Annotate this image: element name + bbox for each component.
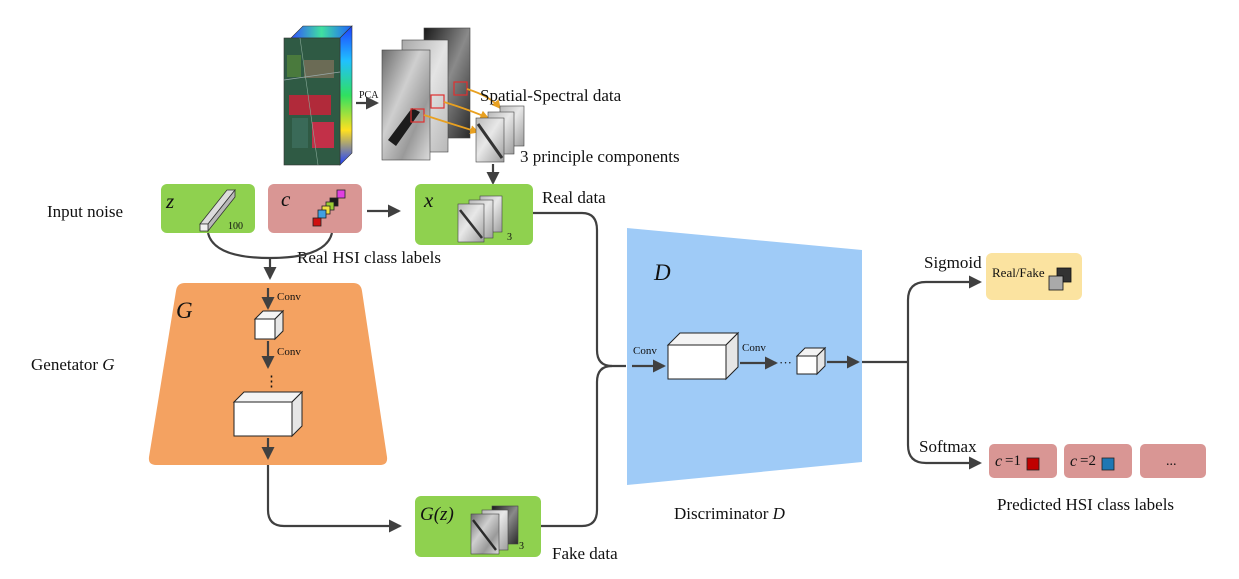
class2-symbol: c <box>1070 453 1077 470</box>
fake-data-label: Fake data <box>552 544 618 563</box>
feature-map-cube-icon <box>795 346 827 376</box>
gz-channels: 3 <box>519 541 524 552</box>
output-cubes-icon <box>1048 267 1072 291</box>
class1-symbol: c <box>995 453 1002 470</box>
principal-component-patches <box>475 105 525 163</box>
input-noise-label: Input noise <box>47 202 123 221</box>
x-symbol: x <box>423 188 434 212</box>
real-data-label: Real data <box>542 188 606 207</box>
real-labels-label: Real HSI class labels <box>297 248 441 267</box>
gen-conv1-label: Conv <box>277 291 301 303</box>
pca-label: PCA <box>359 90 379 101</box>
c-symbol: c <box>281 187 291 211</box>
generator-symbol: G <box>176 298 193 323</box>
softmax-branch <box>906 362 982 470</box>
x-real-box: x 3 <box>415 184 533 245</box>
generator-caption: Genetator G <box>31 355 115 374</box>
predicted-labels-label: Predicted HSI class labels <box>997 495 1174 514</box>
class-box-1: c =1 <box>989 444 1057 478</box>
class-more: ... <box>1166 454 1177 469</box>
colored-label-cubes-icon <box>312 189 346 227</box>
fake-data-path <box>541 364 613 528</box>
real-patch-stack-icon <box>457 195 503 243</box>
x-channels: 3 <box>507 232 512 243</box>
patch-extraction-arrows <box>423 88 501 135</box>
softmax-label: Softmax <box>919 437 977 456</box>
class1-square <box>1026 457 1040 471</box>
sigmoid-label: Sigmoid <box>924 253 982 272</box>
pca-component-stack <box>381 27 471 161</box>
real-data-path <box>533 211 626 368</box>
arrow-generator-to-gz <box>266 465 402 533</box>
discriminator-block: D Conv Conv ··· <box>627 228 862 485</box>
gen-dots: ⋮ <box>264 374 279 390</box>
class1-eq: =1 <box>1005 453 1021 469</box>
noise-vector-bar-icon <box>199 188 236 233</box>
feature-map-cube-icon <box>666 331 740 381</box>
class-box-more: ... <box>1140 444 1206 478</box>
z-dimension: 100 <box>228 221 243 232</box>
disc-dots: ··· <box>779 355 792 370</box>
generator-block: G Conv Conv ⋮ <box>148 283 388 465</box>
gen-conv2-label: Conv <box>277 346 301 358</box>
feature-map-cube-icon <box>253 309 285 341</box>
z-noise-box: z 100 <box>161 184 255 233</box>
gz-symbol: G(z) <box>420 504 454 525</box>
fake-patch-stack-icon <box>470 505 519 555</box>
spatial-spectral-label: Spatial-Spectral data <box>480 86 622 105</box>
discriminator-symbol: D <box>653 260 671 285</box>
discriminator-caption: Discriminator D <box>674 504 786 523</box>
real-fake-label: Real/Fake <box>992 265 1045 280</box>
gz-fake-box: G(z) 3 <box>415 496 541 557</box>
hsi-cube <box>283 25 353 166</box>
principle-components-label: 3 principle components <box>520 147 680 166</box>
class2-square <box>1101 457 1115 471</box>
z-symbol: z <box>165 189 174 213</box>
c-label-box: c <box>268 184 362 233</box>
disc-conv1-label: Conv <box>633 345 657 357</box>
class-box-2: c =2 <box>1064 444 1132 478</box>
sigmoid-branch <box>906 275 982 362</box>
disc-conv2-label: Conv <box>742 342 766 354</box>
class2-eq: =2 <box>1080 453 1096 469</box>
feature-map-cube-icon <box>232 390 304 438</box>
real-fake-box: Real/Fake <box>986 253 1082 300</box>
